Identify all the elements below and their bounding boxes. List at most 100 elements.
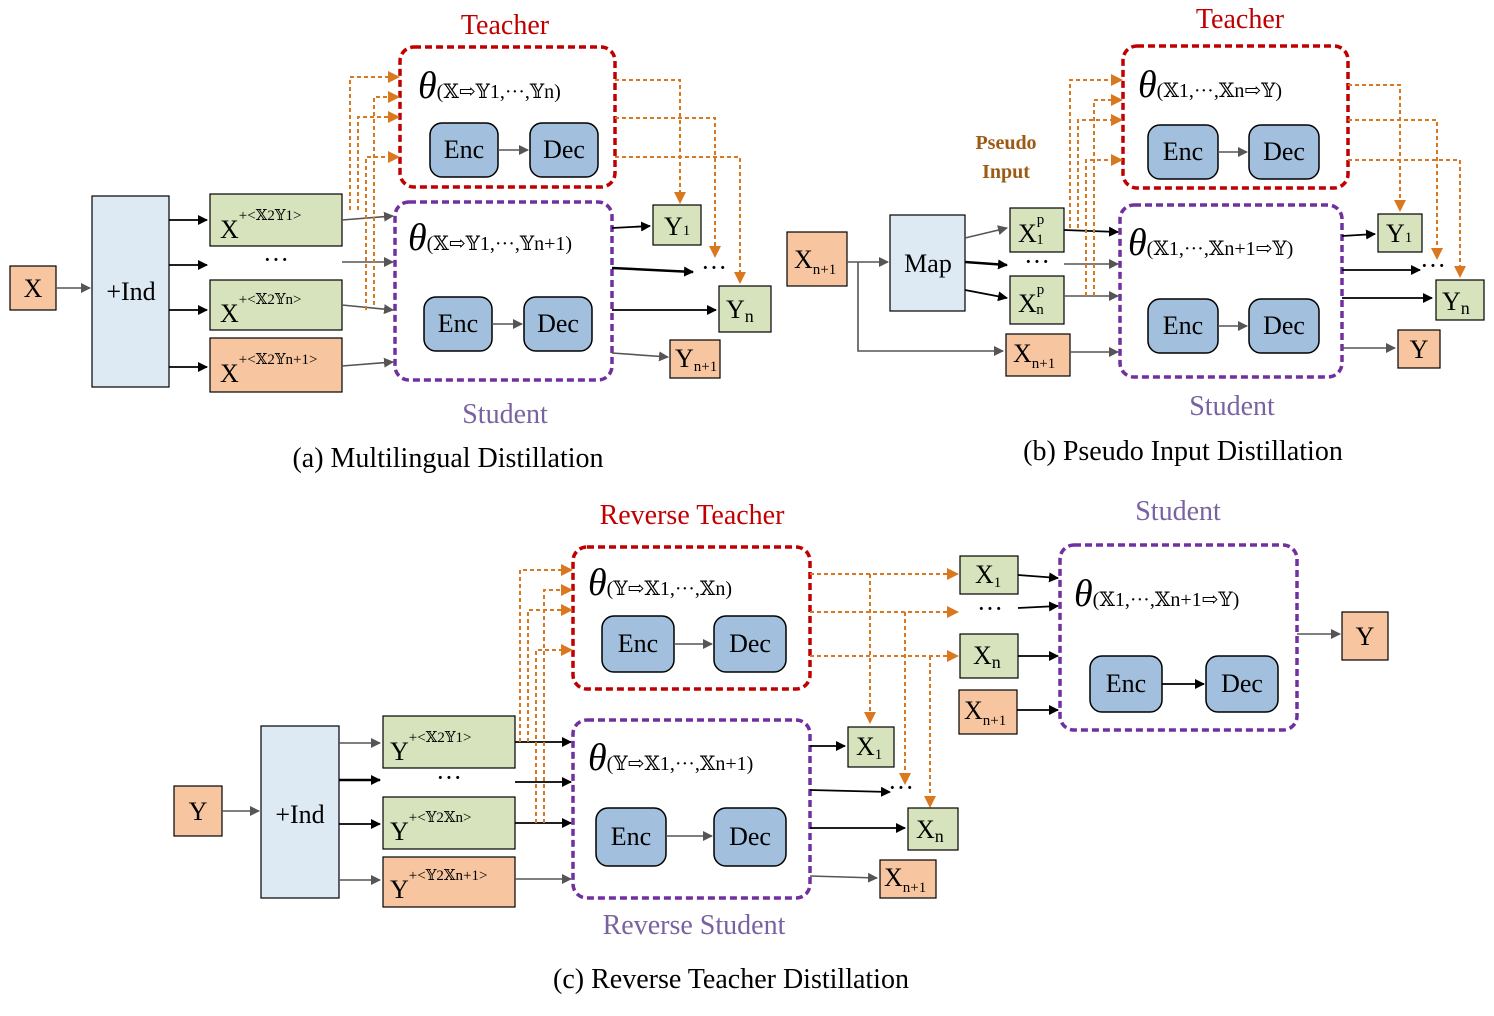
rs-output-x1-label: X1 xyxy=(856,732,882,763)
st-input-x1-label: X1 xyxy=(975,560,1001,591)
st-input-xn-label: Xn xyxy=(973,641,1001,672)
pseudo-input-n xyxy=(1009,275,1065,325)
rs-output-xn-label: Xn xyxy=(916,815,944,846)
teacher-enc-b-label: Enc xyxy=(1163,137,1203,166)
tagged-dots: ··· xyxy=(263,245,289,274)
student-title-b: Student xyxy=(1189,391,1275,422)
reverse-teacher-frame xyxy=(571,545,812,691)
st-dec xyxy=(1205,655,1279,713)
tagged-input-n xyxy=(209,279,343,331)
rs-output-xn xyxy=(907,807,959,851)
input-y-label: Y xyxy=(189,797,208,826)
output-yn1 xyxy=(669,339,721,379)
student-dec-b-label: Dec xyxy=(1263,311,1305,340)
pseudo-label-1: Pseudo xyxy=(975,132,1036,154)
teacher-frame-b xyxy=(1121,44,1350,190)
tagged-input-1 xyxy=(209,193,343,247)
output-b-y-label: Y xyxy=(1410,335,1429,364)
rs-output-dots: ··· xyxy=(888,773,914,802)
pseudo-input-1 xyxy=(1009,207,1065,253)
panel-a: Teacher θ(𝕏⇨𝕐1,···,𝕐n) Enc Dec θ(𝕏⇨𝕐1,··… xyxy=(9,10,772,474)
panel-c: Reverse Teacher θ(𝕐⇨𝕏1,···,𝕏n) Enc Dec θ… xyxy=(173,496,1389,995)
tagged-input-1-label: X+<𝕏2𝕐1> xyxy=(220,208,302,244)
st-theta: θ(𝕏1,···,𝕏n+1⇨𝕐) xyxy=(1074,573,1239,615)
rs-theta: θ(𝕐⇨𝕏1,···,𝕏n+1) xyxy=(588,737,753,779)
ind-label-c: +Ind xyxy=(275,800,324,829)
rs-enc xyxy=(595,807,667,867)
output-dots-b: ··· xyxy=(1420,251,1446,280)
output-y1 xyxy=(652,204,702,246)
output-yn1-label: Yn+1 xyxy=(675,344,717,375)
tagged-input-c-n1-label: Y+<𝕐2𝕏n+1> xyxy=(390,868,487,904)
rt-dec-label: Dec xyxy=(729,629,771,658)
reverse-student-title: Reverse Student xyxy=(603,910,786,941)
output-b-y1-label: Y1 xyxy=(1386,219,1412,248)
tagged-input-c-1 xyxy=(382,715,516,769)
teacher-title: Teacher xyxy=(461,10,550,41)
rs-output-xn1 xyxy=(879,859,937,899)
direct-input-xn1 xyxy=(1005,333,1071,377)
teacher-enc-label: Enc xyxy=(444,135,484,164)
rt-theta: θ(𝕐⇨𝕏1,···,𝕏n) xyxy=(588,562,732,604)
tagged-input-n-label: X+<𝕏2𝕐n> xyxy=(220,292,302,328)
teacher-theta-b: θ(𝕏1,···,𝕏n⇨𝕐) xyxy=(1138,64,1282,106)
caption-b: (b) Pseudo Input Distillation xyxy=(1023,436,1343,467)
student-dec xyxy=(523,296,593,352)
input-x xyxy=(9,265,57,311)
direct-input-xn1-label: Xn+1 xyxy=(1013,339,1055,372)
pseudo-dots: ··· xyxy=(1024,247,1050,276)
ind-box-c xyxy=(260,725,340,899)
rt-dec xyxy=(713,615,787,673)
rs-dec-label: Dec xyxy=(729,822,771,851)
caption-a: (a) Multilingual Distillation xyxy=(292,443,603,474)
pseudo-label-2: Input xyxy=(982,161,1030,183)
teacher-dec-label: Dec xyxy=(543,135,585,164)
teacher-dec xyxy=(529,122,599,178)
st-input-xn1 xyxy=(958,689,1018,735)
st-enc-label: Enc xyxy=(1106,669,1146,698)
student-enc-label: Enc xyxy=(438,309,478,338)
panel-b: Teacher θ(𝕏1,···,𝕏n⇨𝕐) Enc Dec Pseudo In… xyxy=(786,4,1485,467)
caption-c: (c) Reverse Teacher Distillation xyxy=(553,964,909,995)
map-label: Map xyxy=(904,249,952,278)
output-yn xyxy=(718,285,772,333)
map-box xyxy=(889,214,966,312)
tagged-input-n1-label: X+<𝕏2𝕐n+1> xyxy=(220,352,317,388)
output-b-yn-label: Yn xyxy=(1442,287,1470,318)
student-dec-label: Dec xyxy=(537,309,579,338)
output-b-y1 xyxy=(1377,213,1423,253)
student-theta: θ(𝕏⇨𝕐1,···,𝕐n+1) xyxy=(408,217,572,259)
tagged-dots-c: ··· xyxy=(436,763,462,792)
output-y1-label: Y1 xyxy=(664,212,690,241)
tagged-input-c-1-label: Y+<𝕏2𝕐1> xyxy=(390,730,472,766)
student-dec-b xyxy=(1248,298,1320,354)
rt-enc-label: Enc xyxy=(618,629,658,658)
student-frame-b xyxy=(1118,203,1344,379)
output-yn-label: Yn xyxy=(726,295,754,326)
st-input-xn1-label: Xn+1 xyxy=(964,696,1006,729)
rs-enc-label: Enc xyxy=(611,822,651,851)
ind-box xyxy=(91,195,170,388)
input-x-label: X xyxy=(24,274,43,303)
student-title: Student xyxy=(462,399,548,430)
st-output-y-label: Y xyxy=(1356,622,1375,651)
student-frame-c xyxy=(1058,543,1299,732)
tagged-input-c-n-label: Y+<𝕐2𝕏n> xyxy=(390,810,472,846)
student-theta-b: θ(𝕏1,···,𝕏n+1⇨𝕐) xyxy=(1128,222,1293,264)
ind-label: +Ind xyxy=(106,277,155,306)
output-b-y xyxy=(1397,329,1441,369)
teacher-title-b: Teacher xyxy=(1196,4,1285,35)
student-frame xyxy=(393,200,614,382)
st-input-x1 xyxy=(959,555,1019,595)
reverse-student-frame xyxy=(571,718,812,900)
rs-output-xn1-label: Xn+1 xyxy=(884,863,926,896)
st-output-y xyxy=(1341,611,1389,661)
tagged-input-n1 xyxy=(209,337,343,393)
st-input-xn xyxy=(959,633,1019,679)
input-y xyxy=(173,785,223,837)
st-input-dots: ··· xyxy=(977,594,1003,623)
output-dots: ··· xyxy=(701,253,727,282)
